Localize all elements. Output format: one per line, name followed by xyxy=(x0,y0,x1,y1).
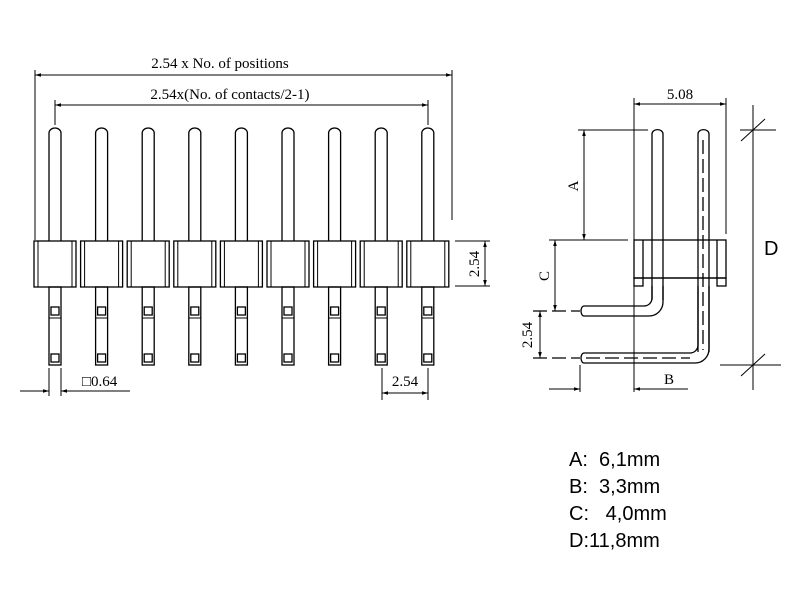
pin-square xyxy=(50,306,60,316)
dim-total-label: 2.54 x No. of positions xyxy=(151,56,289,72)
housing-cell xyxy=(126,240,170,288)
dim-body-height-label: 2.54 xyxy=(467,250,483,277)
pin-row xyxy=(33,127,450,366)
housing-cell xyxy=(312,240,357,288)
pin-square xyxy=(143,353,153,363)
dim-d-tick xyxy=(740,118,766,142)
side-view: 5.08 A C 2.54 B xyxy=(520,87,781,392)
pin-square xyxy=(50,353,60,363)
housing-cell xyxy=(79,240,124,288)
pin-bottom xyxy=(188,286,202,366)
pin-square xyxy=(329,306,340,316)
pin-bottom xyxy=(281,286,295,366)
dim-pin-size-label: □0.64 xyxy=(82,374,118,390)
dim-side-pitch-label: 2.54 xyxy=(520,321,536,348)
bent-pin-2 xyxy=(580,286,710,364)
dim-d-label: D xyxy=(764,238,778,260)
housing-foot xyxy=(633,277,644,287)
pin-top xyxy=(374,127,388,241)
pin-bottom xyxy=(234,286,249,366)
dim-d-tick xyxy=(740,353,766,377)
pin-bottom xyxy=(141,286,155,366)
pin-square xyxy=(283,353,293,363)
dim-c-label: C xyxy=(537,271,553,281)
pin-top xyxy=(234,127,249,241)
dim-b-label: B xyxy=(664,372,674,388)
housing-cell xyxy=(33,240,77,288)
pin-bottom xyxy=(327,286,342,366)
pin-top xyxy=(421,127,435,241)
pin-bottom xyxy=(421,286,435,366)
pin-square xyxy=(236,306,247,316)
pin-top xyxy=(281,127,295,241)
pin-top xyxy=(141,127,155,241)
pin-top xyxy=(188,127,202,241)
pin-vertical xyxy=(651,129,664,300)
dim-pitch-label: 2.54 xyxy=(392,374,419,390)
front-view: 2.54 x No. of positions 2.54x(No. of con… xyxy=(20,56,490,400)
pin-top xyxy=(94,127,109,241)
pin-square xyxy=(376,353,386,363)
pin-square xyxy=(96,306,107,316)
housing-cell xyxy=(359,240,403,288)
pin-top xyxy=(327,127,342,241)
housing-cell xyxy=(219,240,264,288)
dim-row-spacing-label: 5.08 xyxy=(667,87,693,103)
pin-square xyxy=(96,353,107,363)
legend-d: D:11,8mm xyxy=(569,530,660,552)
pin-top xyxy=(48,127,62,241)
pin-square xyxy=(143,306,153,316)
legend-c: C: 4,0mm xyxy=(569,503,667,525)
housing-cell xyxy=(266,240,310,288)
pin-square xyxy=(190,306,200,316)
housing-foot xyxy=(716,277,727,287)
pin-square xyxy=(329,353,340,363)
pin-square xyxy=(190,353,200,363)
pin-bottom xyxy=(374,286,388,366)
pin-square xyxy=(283,306,293,316)
pin-square xyxy=(376,306,386,316)
pin-square xyxy=(423,353,433,363)
bent-pin-1 xyxy=(580,286,664,317)
housing-cell xyxy=(173,240,217,288)
housing-cell xyxy=(406,240,450,288)
pin-bottom xyxy=(48,286,62,366)
legend-a: A: 6,1mm xyxy=(569,449,661,471)
legend-b: B: 3,3mm xyxy=(569,476,661,498)
pin-square xyxy=(236,353,247,363)
pin-square xyxy=(423,306,433,316)
dim-contacts-label: 2.54x(No. of contacts/2-1) xyxy=(150,87,309,103)
pin-bottom xyxy=(94,286,109,366)
housing-body xyxy=(633,239,727,279)
pin-vertical xyxy=(697,129,710,352)
dimension-legend: A: 6,1mm B: 3,3mm C: 4,0mm D:11,8mm xyxy=(569,447,667,555)
dim-a-label: A xyxy=(566,180,582,191)
